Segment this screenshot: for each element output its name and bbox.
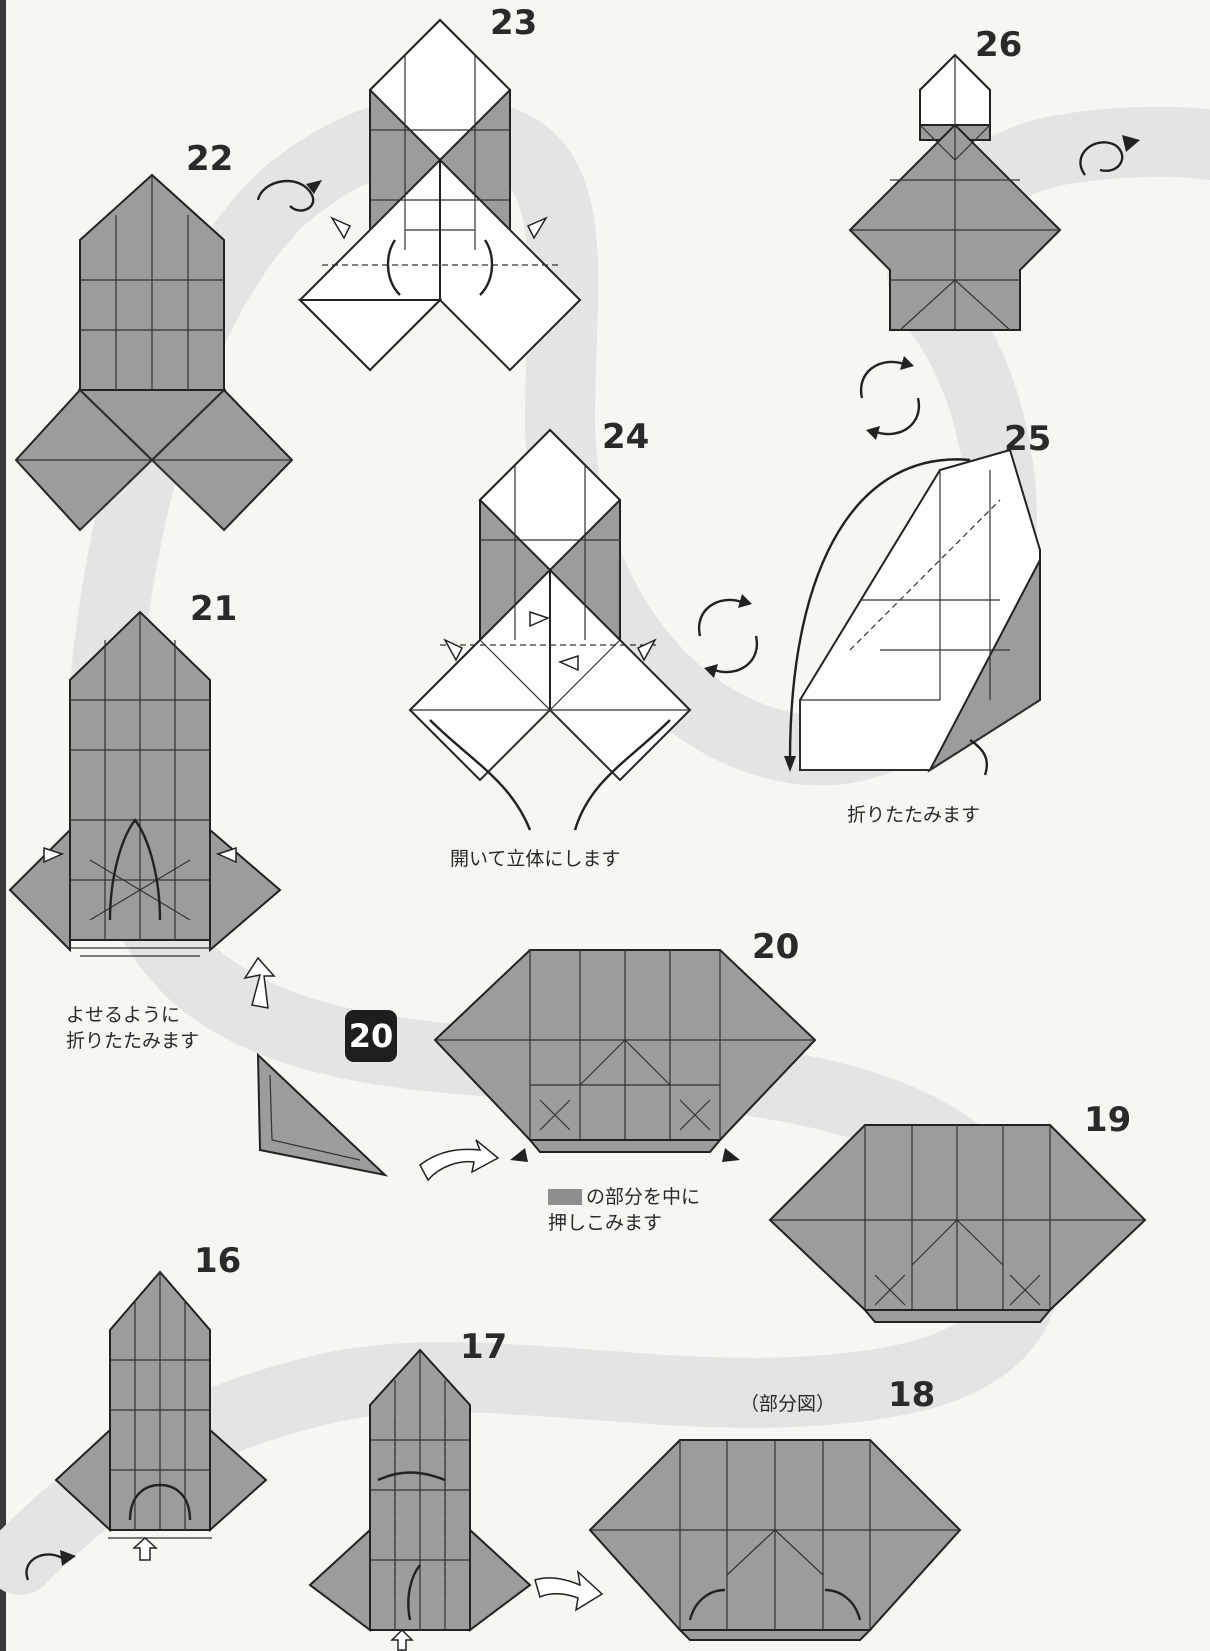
- step-25-figure: [784, 450, 1040, 775]
- arrow-17-to-18: [535, 1572, 602, 1610]
- step-26-figure: [850, 55, 1140, 330]
- step-number-25: 25: [1004, 422, 1051, 456]
- caption-step-25: 折りたたみます: [847, 803, 980, 829]
- step-number-24: 24: [602, 420, 649, 454]
- step-number-21: 21: [190, 592, 237, 626]
- caption-step-20-line-2: 押しこみます: [548, 1211, 700, 1237]
- step-number-19: 19: [1084, 1103, 1131, 1137]
- detail-badge-20: 20: [345, 1010, 397, 1062]
- step-number-22: 22: [186, 142, 233, 176]
- step-number-23: 23: [490, 6, 537, 40]
- rotate-symbol-25-26: [861, 356, 919, 440]
- caption-step-21-line-2: 折りたたみます: [66, 1029, 199, 1055]
- step-number-16: 16: [194, 1244, 241, 1278]
- caption-step-21-line-1: よせるように: [66, 1003, 199, 1029]
- step-18-figure: [590, 1440, 960, 1640]
- step-21-figure: [10, 612, 280, 956]
- step-number-17: 17: [460, 1330, 507, 1364]
- step-number-26: 26: [975, 28, 1022, 62]
- caption-step-18-partial-view: （部分図）: [740, 1392, 835, 1418]
- colored-area-swatch: [548, 1189, 582, 1205]
- step-19-figure: [770, 1125, 1145, 1322]
- caption-step-21: よせるように 折りたたみます: [66, 1003, 199, 1054]
- caption-step-20-line-1: の部分を中に: [586, 1186, 700, 1208]
- caption-step-20: の部分を中に 押しこみます: [548, 1185, 700, 1236]
- step-20-figure: [435, 950, 815, 1162]
- step-number-20: 20: [752, 930, 799, 964]
- step-number-18: 18: [888, 1378, 935, 1412]
- caption-step-24: 開いて立体にします: [450, 847, 620, 873]
- rotate-symbol-24-25: [699, 594, 757, 678]
